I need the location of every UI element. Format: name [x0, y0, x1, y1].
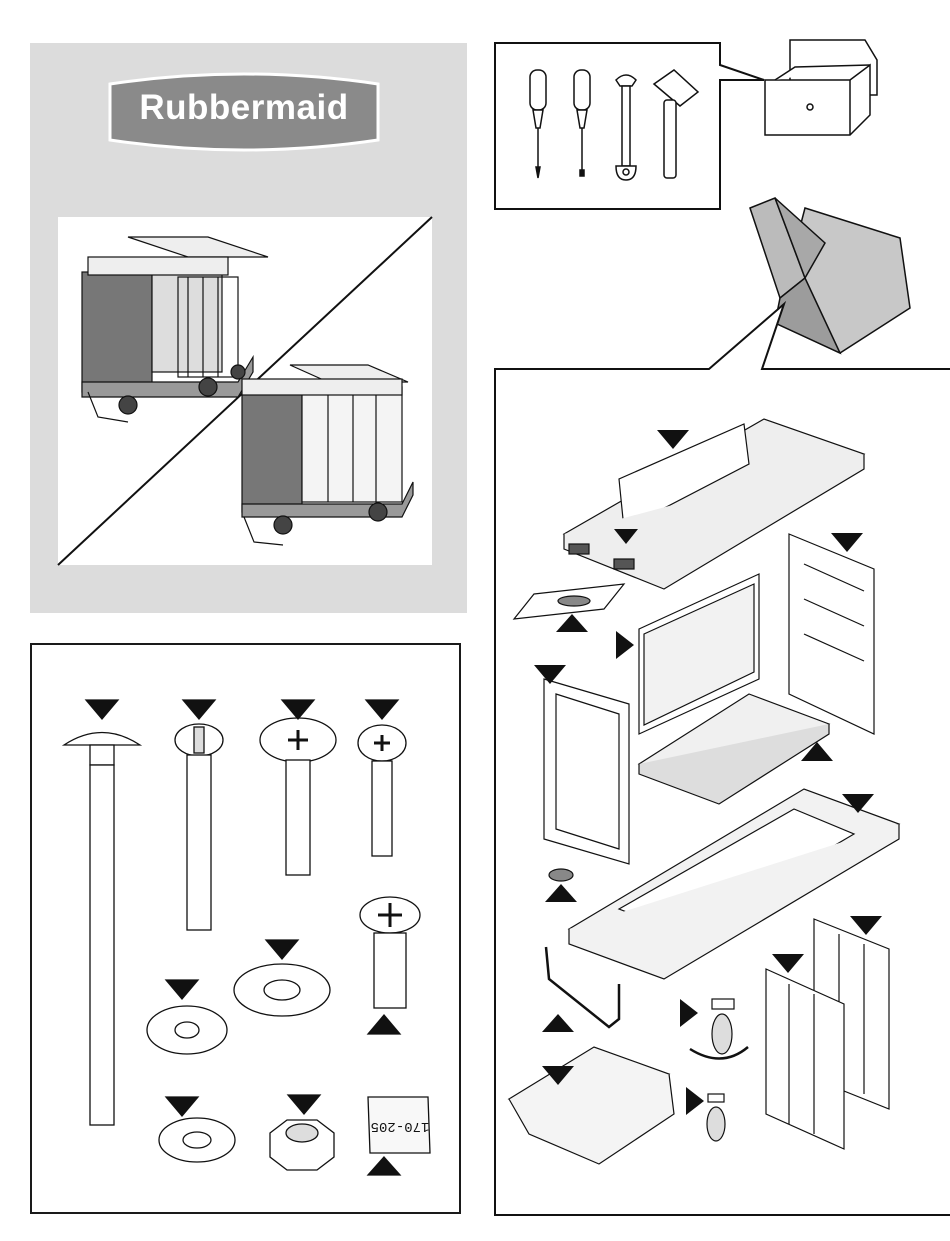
hardware-marker [183, 700, 215, 719]
hardware-marker [166, 1097, 198, 1116]
open-shelf-cart-illustration [82, 237, 268, 422]
hardware-marker [366, 700, 398, 719]
hardware-marker [368, 1157, 400, 1175]
phillips-screw-small [358, 725, 406, 856]
hardware-box: 170-205 [30, 643, 461, 1214]
enclosed-cabinet-cart-illustration [242, 365, 413, 545]
product-illustration-panel [58, 217, 432, 565]
shoulder-bolt [360, 897, 420, 1008]
hardware-marker [368, 1015, 400, 1034]
side-panel-left [544, 679, 629, 864]
wheel-cap [549, 869, 573, 881]
hardware-marker [288, 1095, 320, 1114]
caster-fixed [707, 1094, 725, 1141]
flat-washer-small [147, 1006, 227, 1054]
hardware-marker [282, 700, 314, 719]
hardware-marker [266, 940, 298, 959]
toolbox-icon [755, 35, 885, 140]
hardware-marker [86, 700, 118, 719]
hardware-marker [166, 980, 198, 999]
hex-lock-nut [270, 1120, 334, 1170]
lock-washer [159, 1118, 235, 1162]
phillips-screw-large [260, 718, 336, 875]
hardware-bag-label: 170-205 [371, 1118, 430, 1134]
brand-logo-text: Rubbermaid [104, 88, 384, 128]
tools-required-box [494, 42, 724, 212]
flat-washer-large [234, 964, 330, 1016]
parts-list-box [494, 189, 950, 1219]
carriage-bolt [64, 733, 140, 1126]
slotted-screw [175, 724, 223, 930]
